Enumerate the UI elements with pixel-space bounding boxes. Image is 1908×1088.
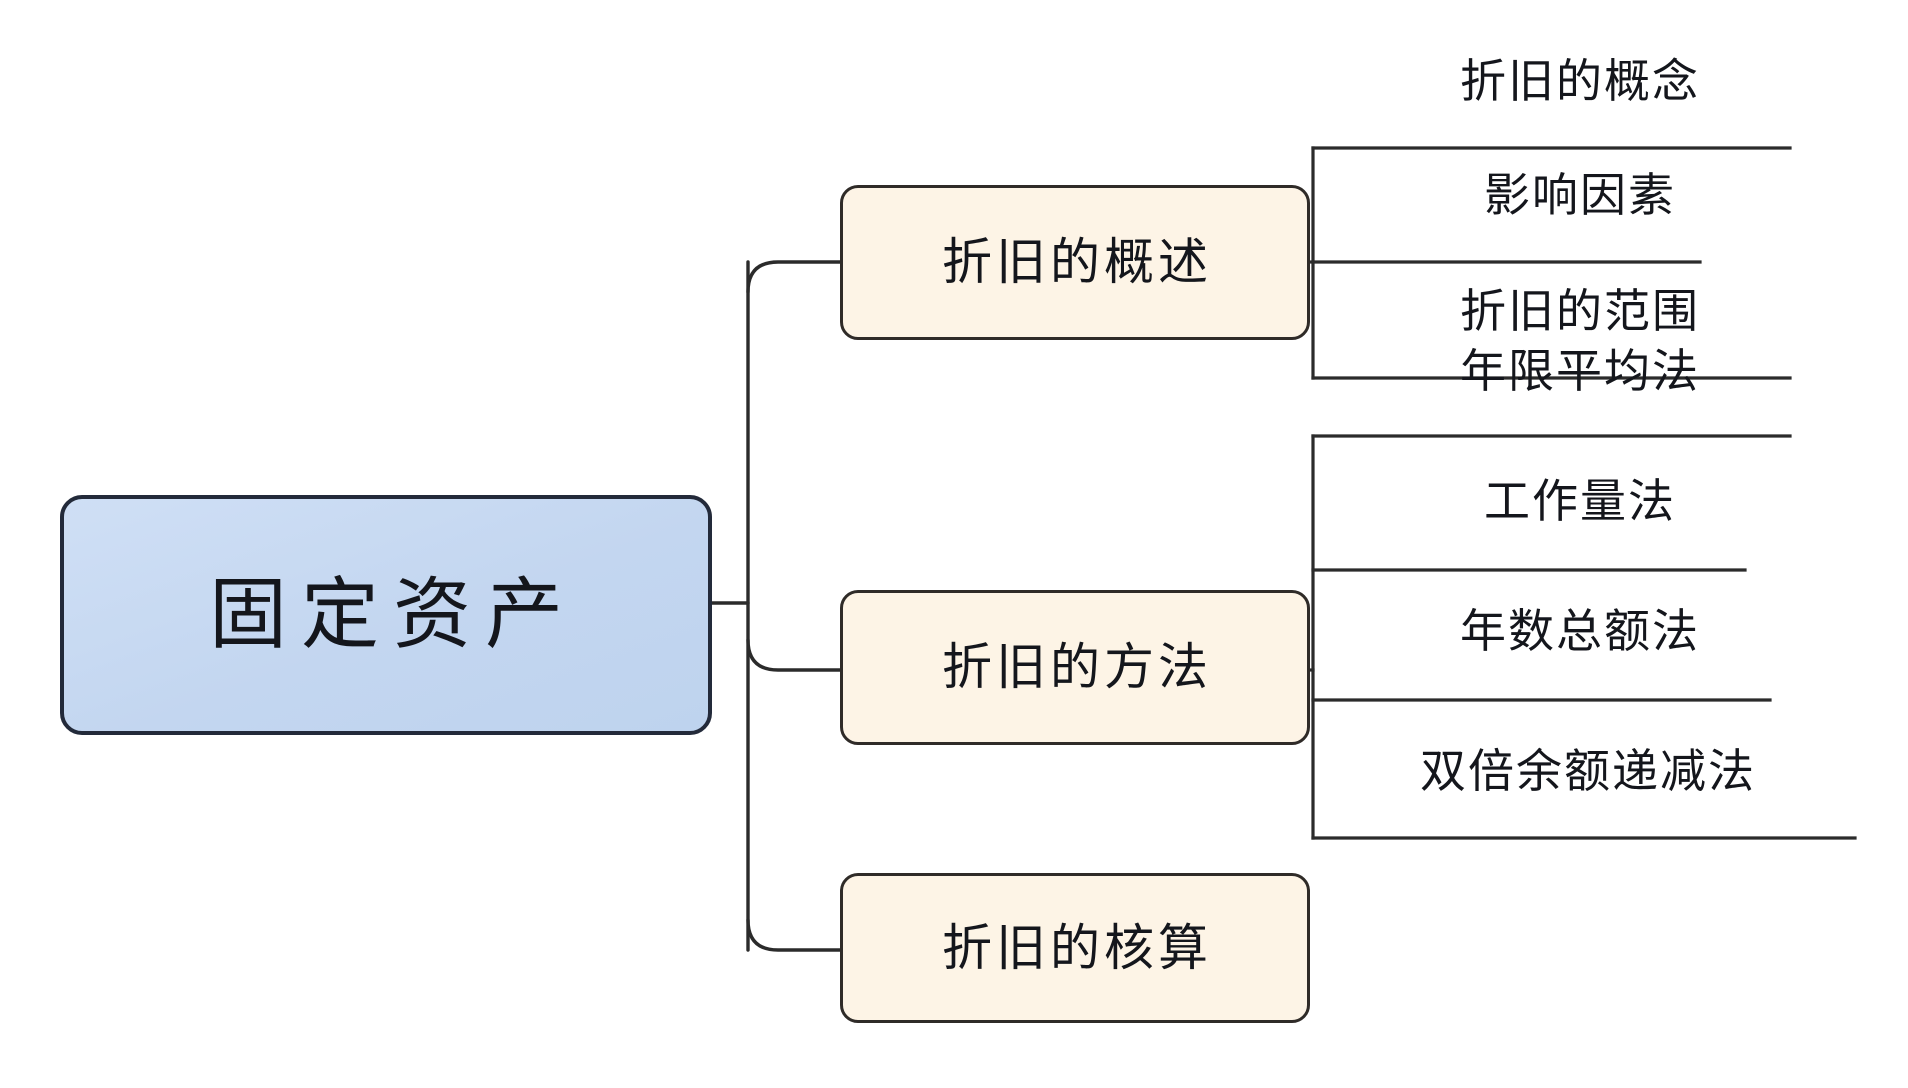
branch-node-depreciation-methods[interactable]: 折旧的方法 bbox=[840, 590, 1310, 745]
connector-branch-3 bbox=[746, 918, 842, 952]
root-node[interactable]: 固定资产 bbox=[60, 495, 712, 735]
branch-node-label: 折旧的概述 bbox=[942, 234, 1212, 290]
branch-node-depreciation-accounting[interactable]: 折旧的核算 bbox=[840, 873, 1310, 1023]
leaf-node[interactable]: 年限平均法 bbox=[1460, 345, 1700, 397]
leaf-node[interactable]: 年数总额法 bbox=[1460, 605, 1700, 657]
branch-node-depreciation-overview[interactable]: 折旧的概述 bbox=[840, 185, 1310, 340]
connector-branch-2 bbox=[746, 638, 842, 672]
leaf-node[interactable]: 影响因素 bbox=[1484, 169, 1676, 221]
leaf-node[interactable]: 工作量法 bbox=[1484, 475, 1676, 527]
branch-node-label: 折旧的核算 bbox=[942, 919, 1212, 976]
root-node-label: 固定资产 bbox=[208, 570, 577, 659]
leaf-node[interactable]: 折旧的概念 bbox=[1460, 55, 1700, 107]
leaf-node[interactable]: 折旧的范围 bbox=[1460, 285, 1700, 337]
leaf-node[interactable]: 双倍余额递减法 bbox=[1420, 745, 1756, 797]
connector-branch-1 bbox=[746, 260, 842, 294]
branch-node-label: 折旧的方法 bbox=[942, 639, 1212, 695]
